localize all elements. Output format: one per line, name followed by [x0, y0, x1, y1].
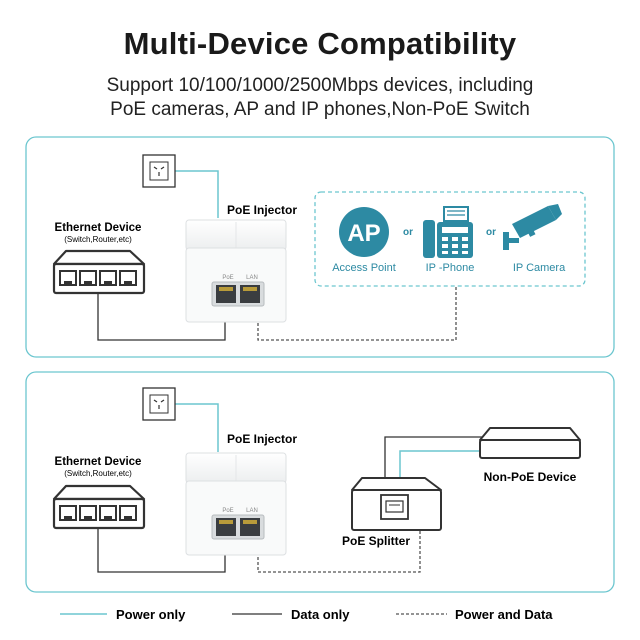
power-data-line-top	[257, 286, 457, 341]
subtitle-line-1: Support 10/100/1000/2500Mbps devices, in…	[106, 75, 534, 96]
ethernet-switch-icon	[52, 249, 146, 295]
access-point-icon: AP	[339, 207, 389, 257]
poe-splitter-icon	[351, 477, 442, 531]
access-point-label: Access Point	[332, 262, 396, 274]
non-poe-device-label: Non-PoE Device	[484, 470, 577, 484]
page-title: Multi-Device Compatibility	[123, 26, 517, 61]
ip-camera-icon	[503, 204, 562, 250]
subtitle-line-2: PoE cameras, AP and IP phones,Non-PoE Sw…	[110, 99, 530, 120]
panel-bottom-frame	[25, 371, 615, 593]
panel-top: Ethernet Device (Switch,Router,etc) PoE …	[25, 136, 615, 358]
port-label-poe-bottom: PoE	[222, 508, 233, 514]
power-line-top	[165, 170, 219, 218]
data-line-bottom	[97, 528, 226, 573]
data-line-top	[97, 293, 226, 341]
poe-injector-device-top: PoE LAN	[185, 219, 287, 323]
ethernet-device-label-bottom: Ethernet Device	[55, 456, 142, 468]
data-line-splitter	[384, 436, 482, 478]
port-label-poe-top: PoE	[222, 275, 233, 281]
poe-splitter-label: PoE Splitter	[342, 534, 410, 548]
ip-camera-label: IP Camera	[513, 262, 566, 274]
panel-bottom: Ethernet Device (Switch,Router,etc) PoE …	[25, 371, 615, 593]
poe-injector-device-bottom: PoE LAN	[185, 452, 287, 556]
ethernet-device-label-top: Ethernet Device	[55, 222, 142, 234]
ethernet-switch-icon	[52, 484, 146, 530]
ethernet-device-sub-bottom: (Switch,Router,etc)	[64, 469, 132, 478]
legend-power-and-data: Power and Data	[455, 607, 553, 622]
port-label-lan-top: LAN	[246, 275, 258, 281]
port-label-lan-bottom: LAN	[246, 508, 258, 514]
wall-outlet-icon	[142, 387, 176, 421]
poe-injector-label-bottom: PoE Injector	[227, 432, 297, 446]
wall-outlet-icon	[142, 154, 176, 188]
non-poe-device-icon	[479, 427, 581, 459]
ip-phone-icon	[423, 206, 473, 258]
or-separator-1: or	[403, 227, 413, 238]
ip-phone-label: IP -Phone	[426, 262, 475, 274]
poe-injector-label-top: PoE Injector	[227, 203, 297, 217]
ethernet-device-sub-top: (Switch,Router,etc)	[64, 235, 132, 244]
power-line-bottom	[175, 403, 219, 452]
legend-data-only: Data only	[291, 607, 350, 622]
or-separator-2: or	[486, 227, 496, 238]
legend-power-only: Power only	[116, 607, 186, 622]
legend: Power only Data only Power and Data	[60, 607, 553, 622]
ap-icon-text: AP	[347, 220, 380, 247]
power-data-line-bottom	[257, 530, 421, 573]
page-subtitle: Support 10/100/1000/2500Mbps devices, in…	[0, 74, 640, 122]
